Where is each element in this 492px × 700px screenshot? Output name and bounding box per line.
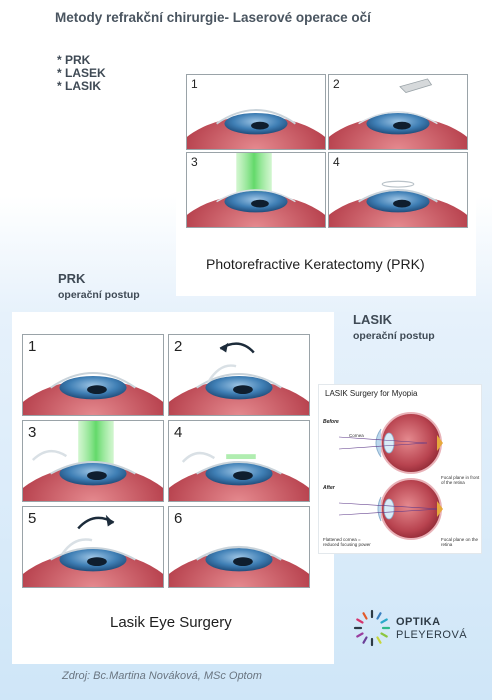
prk-step-2: 2 [328,74,468,150]
source-credit: Zdroj: Bc.Martina Nováková, MSc Optom [62,670,262,682]
step-number: 1 [28,338,36,355]
logo-mark-icon [352,608,392,648]
methods-list: PRK LASEK LASIK [57,54,106,93]
method-item-lasik: LASIK [57,80,106,93]
eye-illustration [329,153,467,227]
cornea-label: Cornea [349,433,364,438]
myopia-diagram: LASIK Surgery for Myopia Before After Co… [318,384,482,554]
eye-illustration [23,507,163,587]
prk-caption: Photorefractive Keratectomy (PRK) [206,256,425,272]
lasik-step-3: 3 [22,420,164,502]
prk-section-label: PRK operační postup [58,271,140,301]
logo-text-pleyerova: PLEYEROVÁ [396,629,467,641]
lasik-step-4: 4 [168,420,310,502]
step-number: 2 [333,77,340,91]
lasik-caption: Lasik Eye Surgery [110,614,232,631]
optika-pleyerova-logo: OPTIKA PLEYEROVÁ [352,608,482,648]
prk-illustration: 1 2 3 [176,70,476,296]
lasik-illustration: 1 2 3 [12,312,334,664]
step-number: 1 [191,77,198,91]
prk-subheading: operační postup [58,289,140,301]
eye-illustration [187,75,325,149]
lasik-section-label: LASIK operační postup [353,312,435,342]
page-title: Metody refrakční chirurgie- Laserové ope… [55,10,371,25]
logo-text-optika: OPTIKA [396,616,441,628]
eye-cross-section-icon [319,385,483,555]
prk-step-1: 1 [186,74,326,150]
lasik-step-2: 2 [168,334,310,416]
eye-illustration [169,507,309,587]
step-number: 4 [333,155,340,169]
step-number: 5 [28,510,36,527]
step-number: 4 [174,424,182,441]
lasik-step-1: 1 [22,334,164,416]
prk-steps-grid: 1 2 3 [186,74,468,228]
lasik-heading: LASIK [353,312,435,327]
eye-illustration [23,421,163,501]
lasik-step-5: 5 [22,506,164,588]
step-number: 3 [28,424,36,441]
prk-heading: PRK [58,271,140,286]
eye-illustration [169,335,309,415]
eye-illustration [187,153,325,227]
flattened-cornea-label: Flattened cornea = reduced focusing powe… [323,537,377,547]
eye-illustration [329,75,467,149]
lasik-subheading: operační postup [353,330,435,342]
eye-illustration [169,421,309,501]
lasik-step-6: 6 [168,506,310,588]
focal-before-label: Focal plane in front of the retina [441,475,481,485]
step-number: 3 [191,155,198,169]
focal-after-label: Focal plane on the retina [441,537,481,547]
step-number: 2 [174,338,182,355]
lasik-steps-grid: 1 2 3 [22,334,310,588]
eye-illustration [23,335,163,415]
step-number: 6 [174,510,182,527]
prk-step-3: 3 [186,152,326,228]
prk-step-4: 4 [328,152,468,228]
